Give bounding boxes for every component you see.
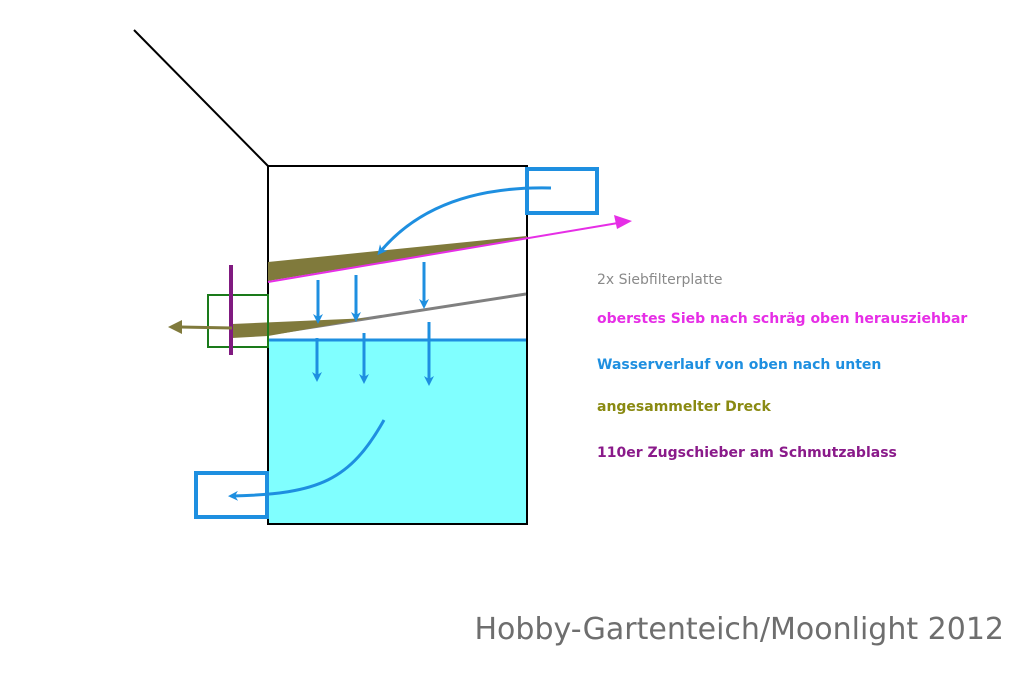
legend-dirt: angesammelter Dreck bbox=[597, 399, 771, 415]
top-sieve-line bbox=[267, 222, 619, 283]
water-area bbox=[268, 340, 527, 524]
outlet-flow-arrow bbox=[228, 419, 386, 501]
outlet-pipe-box bbox=[194, 471, 269, 519]
dirt-outlet-box bbox=[207, 294, 269, 348]
inlet-pipe-box bbox=[525, 167, 599, 215]
dirt-lower bbox=[232, 318, 370, 338]
top-sieve-arrowhead bbox=[614, 215, 632, 229]
legend-top-sieve: oberstes Sieb nach schräg oben herauszie… bbox=[597, 311, 968, 327]
watermark-text: Hobby-Gartenteich/Moonlight 2012 bbox=[474, 612, 1005, 647]
dirt-outflow-line bbox=[179, 325, 233, 330]
inlet-flow-arrow bbox=[377, 186, 552, 256]
inlet-diagonal-line bbox=[133, 29, 269, 167]
legend-water-flow: Wasserverlauf von oben nach unten bbox=[597, 357, 882, 373]
dirt-upper bbox=[268, 236, 527, 281]
dirt-outflow-arrowhead bbox=[168, 320, 182, 334]
legend-filter-plates: 2x Siebfilterplatte bbox=[597, 272, 723, 288]
legend-gate-valve: 110er Zugschieber am Schmutzablass bbox=[597, 445, 897, 461]
